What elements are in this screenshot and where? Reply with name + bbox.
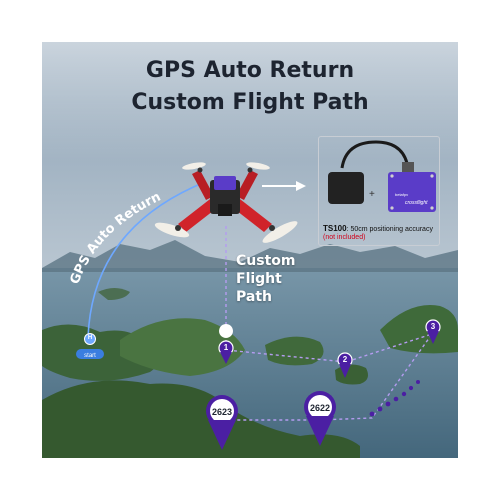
waypoint-1-label: 1 — [223, 343, 229, 352]
waypoint-pin-2 — [337, 352, 353, 378]
island-right-mid — [265, 336, 324, 366]
gps-module-image — [328, 140, 414, 204]
start-label: start — [84, 353, 96, 359]
module-desc: : 50cm positioning accuracy — [346, 226, 433, 233]
waypoint-2-label: 2 — [342, 355, 348, 364]
title-line-1: GPS Auto Return — [145, 58, 355, 83]
waypoint-pin-1 — [218, 324, 234, 364]
product-inset: + betafpv crossflight TS100: 50cm positi… — [318, 136, 440, 246]
marker-2622-label: 2622 — [309, 403, 331, 413]
inset-note: (not included) — [323, 234, 366, 241]
title-line-2: Custom Flight Path — [131, 90, 369, 115]
island-right — [380, 305, 458, 354]
board-name: crossflight — [405, 200, 428, 206]
waypoint-pin-3 — [425, 319, 441, 344]
island-far-left — [98, 288, 130, 300]
marker-2623-label: 2623 — [211, 407, 233, 417]
board-brand: betafpv — [395, 192, 409, 197]
flight-controller-image — [388, 172, 436, 212]
custom-flight-path-label-3: Path — [236, 289, 272, 305]
island-foreground — [42, 380, 360, 458]
waypoint-3-label: 3 — [430, 322, 436, 331]
home-pin — [76, 333, 104, 359]
dotted-trail — [369, 380, 420, 417]
island-center — [120, 318, 245, 376]
custom-flight-path-label-1: Custom — [236, 253, 296, 269]
island-small — [335, 364, 368, 385]
module-name: TS100 — [323, 224, 347, 233]
inset-caption: TS100: 50cm positioning accuracy — [323, 224, 433, 233]
marker-2622 — [304, 391, 336, 446]
marker-2623 — [206, 395, 238, 450]
home-icon: H — [87, 335, 93, 341]
distant-mountains — [42, 240, 458, 272]
custom-flight-path-label-2: Flight — [236, 271, 282, 287]
drone — [154, 162, 298, 243]
plus-sign: + — [369, 189, 375, 200]
return-path-arc — [87, 181, 206, 339]
title-haze — [42, 42, 458, 162]
